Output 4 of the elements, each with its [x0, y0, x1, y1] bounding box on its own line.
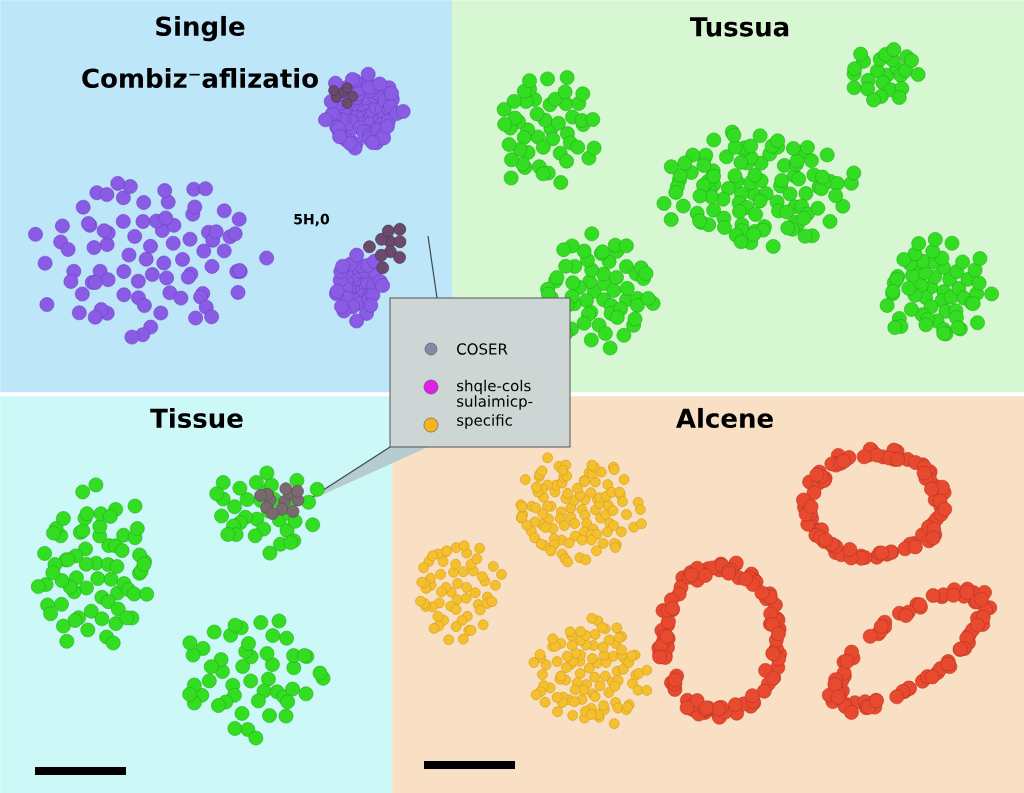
legend-label: shqle-cols	[457, 379, 531, 395]
annotation-label: 5H,0	[294, 213, 330, 227]
legend-label: sulaimicp-specific	[457, 395, 533, 429]
legend-label: COSER	[457, 343, 508, 355]
